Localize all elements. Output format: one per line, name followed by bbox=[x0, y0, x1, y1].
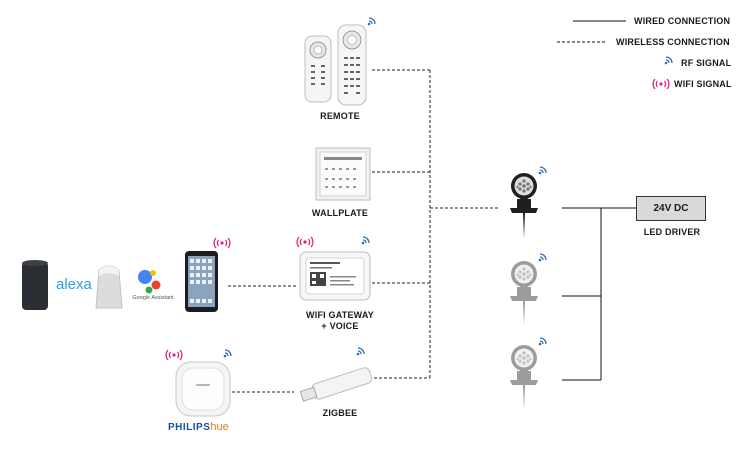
hue-bridge-device bbox=[175, 361, 231, 417]
led-driver-label: LED DRIVER bbox=[643, 227, 701, 237]
wallplate-device bbox=[315, 147, 371, 201]
legend-wireless-label: WIRELESS CONNECTION bbox=[616, 37, 730, 47]
wired-connections bbox=[562, 207, 636, 381]
wifi-gateway-label: WIFI GATEWAY + VOICE bbox=[290, 310, 390, 332]
rf-signal-icon bbox=[223, 349, 232, 358]
led-driver-box: 24V DC bbox=[636, 196, 706, 221]
wifi-gateway-label-line2: + VOICE bbox=[321, 321, 359, 331]
rf-signal-icon bbox=[664, 56, 673, 65]
legend-rf-label: RF SIGNAL bbox=[681, 58, 732, 68]
legend-wired-label: WIRED CONNECTION bbox=[634, 16, 731, 26]
wireless-connections bbox=[228, 69, 500, 393]
google-assistant-label: Google Assistant bbox=[132, 295, 174, 301]
spotlight-icon bbox=[510, 261, 538, 326]
rf-signal-icon bbox=[356, 347, 365, 356]
wallplate-label: WALLPLATE bbox=[311, 208, 369, 218]
wifi-gateway-device bbox=[299, 251, 371, 301]
rf-signal-icon bbox=[538, 166, 547, 175]
smart-speaker-icon bbox=[22, 260, 48, 310]
philips-hue-logo: PHILIPShue bbox=[168, 421, 229, 433]
philips-wordmark: PHILIPS bbox=[168, 422, 211, 433]
wifi-signal-icon bbox=[165, 349, 183, 361]
rf-signal-icon bbox=[538, 253, 547, 262]
wifi-signal-icon bbox=[296, 236, 314, 248]
rf-signal-icon bbox=[538, 337, 547, 346]
legend-wifi-label: WIFI SIGNAL bbox=[674, 79, 732, 89]
remote-devices bbox=[304, 24, 367, 106]
driver-voltage-label: 24V DC bbox=[653, 203, 689, 214]
spotlight-icon bbox=[510, 173, 538, 238]
zigbee-dongle bbox=[299, 367, 373, 402]
zigbee-label: ZIGBEE bbox=[322, 408, 358, 418]
rf-signal-icon bbox=[367, 17, 376, 26]
alexa-logo: alexa bbox=[56, 276, 92, 293]
wifi-gateway-label-line1: WIFI GATEWAY bbox=[306, 310, 374, 320]
google-home-icon bbox=[95, 265, 123, 309]
hue-wordmark: hue bbox=[210, 421, 229, 433]
smartphone-icon bbox=[185, 251, 218, 312]
spotlight-icon bbox=[510, 345, 538, 410]
google-assistant-icon bbox=[138, 270, 161, 294]
remote-label: REMOTE bbox=[320, 111, 360, 121]
rf-signal-icon bbox=[361, 236, 370, 245]
wifi-signal-icon bbox=[652, 78, 670, 90]
wifi-signal-icon bbox=[213, 237, 231, 249]
